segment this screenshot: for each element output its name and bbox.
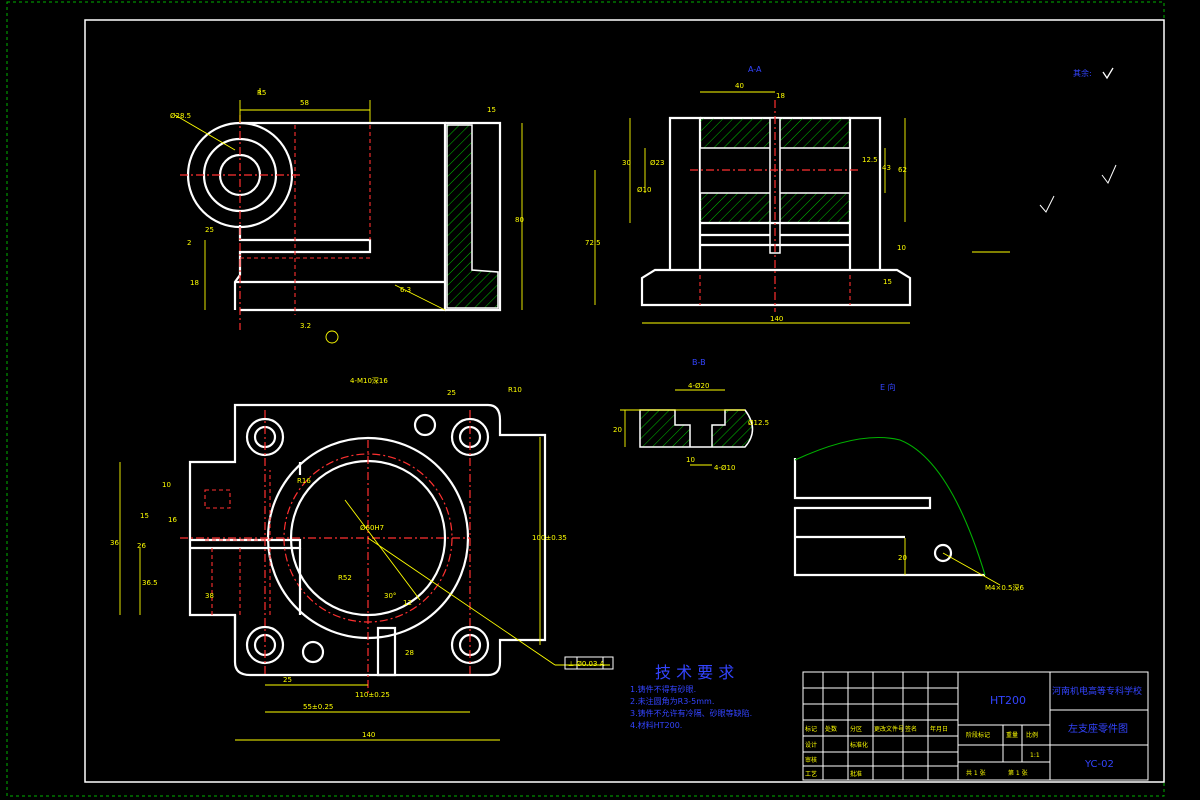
dim-plan-d38: 38	[205, 592, 214, 600]
tb-cell-0-5: 年月日	[930, 725, 948, 733]
roughness-symbol-icon	[1101, 164, 1117, 184]
datum-a-marker	[325, 330, 339, 344]
tech-req-item-1: 1.铸件不得有砂眼.	[630, 684, 696, 694]
dim-top-d25: 25	[205, 226, 214, 234]
tb-cell-3-0: 工艺	[805, 770, 817, 778]
dim-bb-b: 10	[686, 456, 695, 464]
tech-req-item-4: 4.材料HT200.	[630, 720, 682, 730]
tb-cell-0-0: 标记	[805, 725, 817, 733]
section-aa-label: A-A	[748, 65, 762, 74]
tolerance-text: ⊥ Ø0.03 A	[568, 660, 605, 668]
inner-frame	[84, 19, 1165, 783]
dim-plan-d15: 15	[140, 512, 149, 520]
dim-aa-w40: 40	[735, 82, 744, 90]
dim-e-d: 20	[898, 554, 907, 562]
roughness-check-icon	[1102, 67, 1114, 80]
tb-cell-3-2: 批准	[850, 770, 862, 778]
dim-aa-h43: 43	[882, 164, 891, 172]
other-roughness-label: 其余:	[1073, 68, 1092, 78]
dim-top-r63: 6.3	[400, 286, 411, 294]
dim-plan-r16: R16	[297, 477, 311, 485]
title-school: 河南机电高等专科学校	[1052, 685, 1142, 697]
dim-plan-a30: 30°	[384, 592, 396, 600]
dim-aa-w18: 18	[776, 92, 785, 100]
dim-plan-d12: 12	[403, 599, 412, 607]
tech-req-item-2: 2.未注圆角为R3-5mm.	[630, 696, 714, 706]
top-left-hatch	[446, 124, 499, 309]
dim-aa-h62: 62	[898, 166, 907, 174]
dim-plan-m8: 4-M10深16	[350, 376, 388, 385]
view-e	[793, 436, 1001, 586]
title-drawing-no: YC-02	[1084, 759, 1114, 770]
title-sheet: 共 1 张	[966, 769, 986, 777]
dim-aa-d10: 10	[897, 244, 906, 252]
dim-top-d2: 2	[187, 239, 191, 247]
dim-plan-d100: 100±0.35	[532, 534, 567, 542]
dim-aa-r: 12.5	[862, 156, 878, 164]
dim-plan-d36b: 36.5	[142, 579, 158, 587]
bb-hatch	[639, 409, 754, 448]
section-aa-view	[594, 91, 912, 324]
tech-req-item-3: 3.铸件不允许有冷隔、砂眼等缺陷.	[630, 708, 752, 718]
dim-aa-h72: 72.5	[585, 239, 601, 247]
dim-top-c45: R5	[257, 89, 266, 97]
tb-cell-1-2: 标准化	[850, 741, 868, 749]
tb-cell-0-2: 分区	[850, 725, 862, 733]
dim-plan-d110: 110±0.25	[355, 691, 390, 699]
title-block	[802, 671, 1149, 781]
dim-aa-dia2: Ø10	[637, 186, 651, 194]
dim-e-t: M4×0.5深6	[985, 583, 1024, 592]
dim-top-w58: 58	[300, 99, 309, 107]
dim-top-h80: 80	[515, 216, 524, 224]
title-sheet2: 第 1 张	[1008, 769, 1028, 777]
title-part-name: 左支座零件图	[1068, 722, 1128, 735]
dim-plan-d25: 25	[447, 389, 456, 397]
dim-plan-d140: 140	[362, 731, 375, 739]
tb-cell-1-0: 设计	[805, 741, 817, 749]
title-weight: 重量	[1006, 731, 1018, 739]
dim-aa-dia: Ø23	[650, 159, 664, 167]
dim-plan-hole: Ø60H7	[360, 524, 384, 532]
dim-bb-h: 20	[613, 426, 622, 434]
view-e-label: E 向	[880, 382, 896, 392]
dim-aa-h30: 30	[622, 159, 631, 167]
dim-plan-r52: R52	[338, 574, 352, 582]
dim-top-dia: Ø28.5	[170, 112, 191, 120]
geometric-tolerance-frame: ⊥ Ø0.03 A	[564, 656, 614, 670]
dim-plan-r10: R10	[508, 386, 522, 394]
plan-view	[119, 403, 610, 741]
dim-top-d18: 18	[190, 279, 199, 287]
dim-bb-w: 4-Ø20	[688, 382, 709, 390]
title-scale: 1:1	[1030, 752, 1040, 759]
title-stage: 阶段标记	[966, 731, 990, 739]
dim-top-r15: 15	[487, 106, 496, 114]
dim-top-r32: 3.2	[300, 322, 311, 330]
dim-bb-a: Ø12.5	[748, 419, 769, 427]
tb-cell-0-3: 更改文件号	[874, 725, 904, 733]
tech-req-title: 技 术 要 求	[655, 663, 734, 682]
dim-aa-w140: 140	[770, 315, 783, 323]
tb-cell-0-1: 处数	[825, 725, 837, 733]
dim-plan-d28: 28	[405, 649, 414, 657]
outer-frame	[6, 1, 1165, 797]
top-left-view	[174, 88, 523, 330]
roughness-symbol-2-icon	[1039, 195, 1055, 213]
tb-cell-2-0: 审核	[805, 756, 817, 764]
dim-aa-d15: 15	[883, 278, 892, 286]
dim-plan-d10: 10	[162, 481, 171, 489]
title-ratio: 比例	[1026, 731, 1038, 739]
title-material: HT200	[990, 694, 1026, 707]
dim-plan-d25b: 25	[283, 676, 292, 684]
dim-bb-d: 4-Ø10	[714, 464, 735, 472]
dim-plan-d26: 26	[137, 542, 146, 550]
dim-plan-d16: 16	[168, 516, 177, 524]
section-bb-label: B-B	[692, 358, 706, 367]
dim-plan-d55: 55±0.25	[303, 703, 333, 711]
tb-cell-0-4: 签名	[905, 725, 917, 733]
dim-plan-d36: 36	[110, 539, 119, 547]
section-bb-view	[620, 389, 754, 466]
